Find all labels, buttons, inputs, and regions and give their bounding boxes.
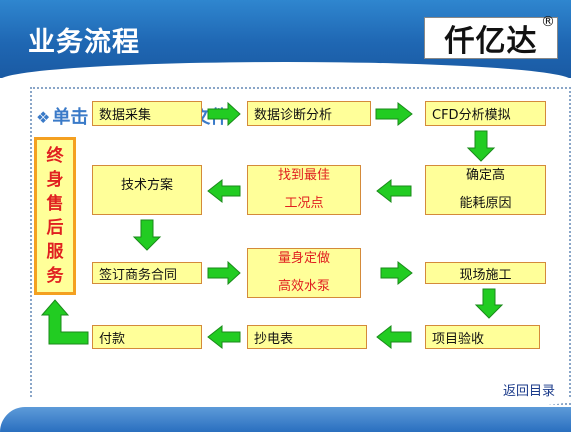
registered-mark: ® [541,14,555,30]
step-cfd: CFD分析模拟 [425,101,546,126]
arrow-elbow-up-icon [40,299,89,345]
lifetime-char-5: 服 [46,242,64,262]
step-tech-plan: 技术方案 [92,165,202,215]
lifetime-char-1: 终 [46,146,64,166]
company-logo: 仟亿达 ® [424,14,558,59]
lifetime-char-3: 售 [46,194,64,214]
step-custom-pump-line1: 量身定做 [277,251,330,266]
footer-bar [0,407,571,432]
lifetime-char-2: 身 [46,170,64,190]
back-to-contents-link[interactable]: 返回目录 [503,384,556,399]
arrow-right-icon [375,101,413,127]
step-find-best-line1: 找到最佳 [277,168,330,183]
step-custom-pump-line2: 高效水泵 [277,279,330,294]
arrow-left-icon [207,324,241,350]
step-construction-label: 现场施工 [459,267,512,283]
arrow-down-icon [474,288,504,319]
step-custom-pump: 量身定做 高效水泵 [247,248,361,298]
bullet-diamond-icon: ❖ [36,108,51,127]
arrow-left-icon [207,178,241,204]
lifetime-service-box: 终 身 售 后 服 务 [34,137,76,295]
step-payment-label: 付款 [99,331,126,347]
step-acceptance-label: 项目验收 [432,331,485,347]
step-contract-label: 签订商务合同 [99,267,178,283]
arrow-left-icon [376,178,412,204]
arrow-right-icon [207,101,241,127]
arrow-down-icon [132,219,162,251]
arrow-down-icon [466,130,496,162]
step-data-collect-label: 数据采集 [99,108,152,123]
step-construction: 现场施工 [425,262,546,284]
step-cfd-label: CFD分析模拟 [432,108,511,123]
lifetime-char-4: 后 [46,218,64,238]
logo-text: 仟亿达 [444,24,538,59]
step-meter-reading: 抄电表 [247,325,367,349]
arrow-right-icon [380,260,413,286]
step-find-best: 找到最佳 工况点 [247,165,361,215]
step-data-diagnose: 数据诊断分析 [247,101,371,126]
arrow-left-icon [376,324,412,350]
step-determine-cause: 确定高 能耗原因 [425,165,546,215]
lifetime-char-6: 务 [46,266,64,286]
arrow-right-icon [207,260,241,286]
step-payment: 付款 [92,325,202,349]
step-data-diagnose-label: 数据诊断分析 [254,108,333,123]
step-find-best-line2: 工况点 [284,196,324,211]
intro-text: 单击 [52,107,89,128]
step-determine-line2: 能耗原因 [459,196,512,211]
step-contract: 签订商务合同 [92,262,202,284]
header-curve [0,62,571,84]
step-acceptance: 项目验收 [425,325,540,349]
step-meter-label: 抄电表 [254,331,294,347]
step-tech-plan-label: 技术方案 [120,178,173,193]
page-title: 业务流程 [28,27,140,58]
step-data-collect: 数据采集 [92,101,202,126]
step-determine-line1: 确定高 [465,168,505,183]
